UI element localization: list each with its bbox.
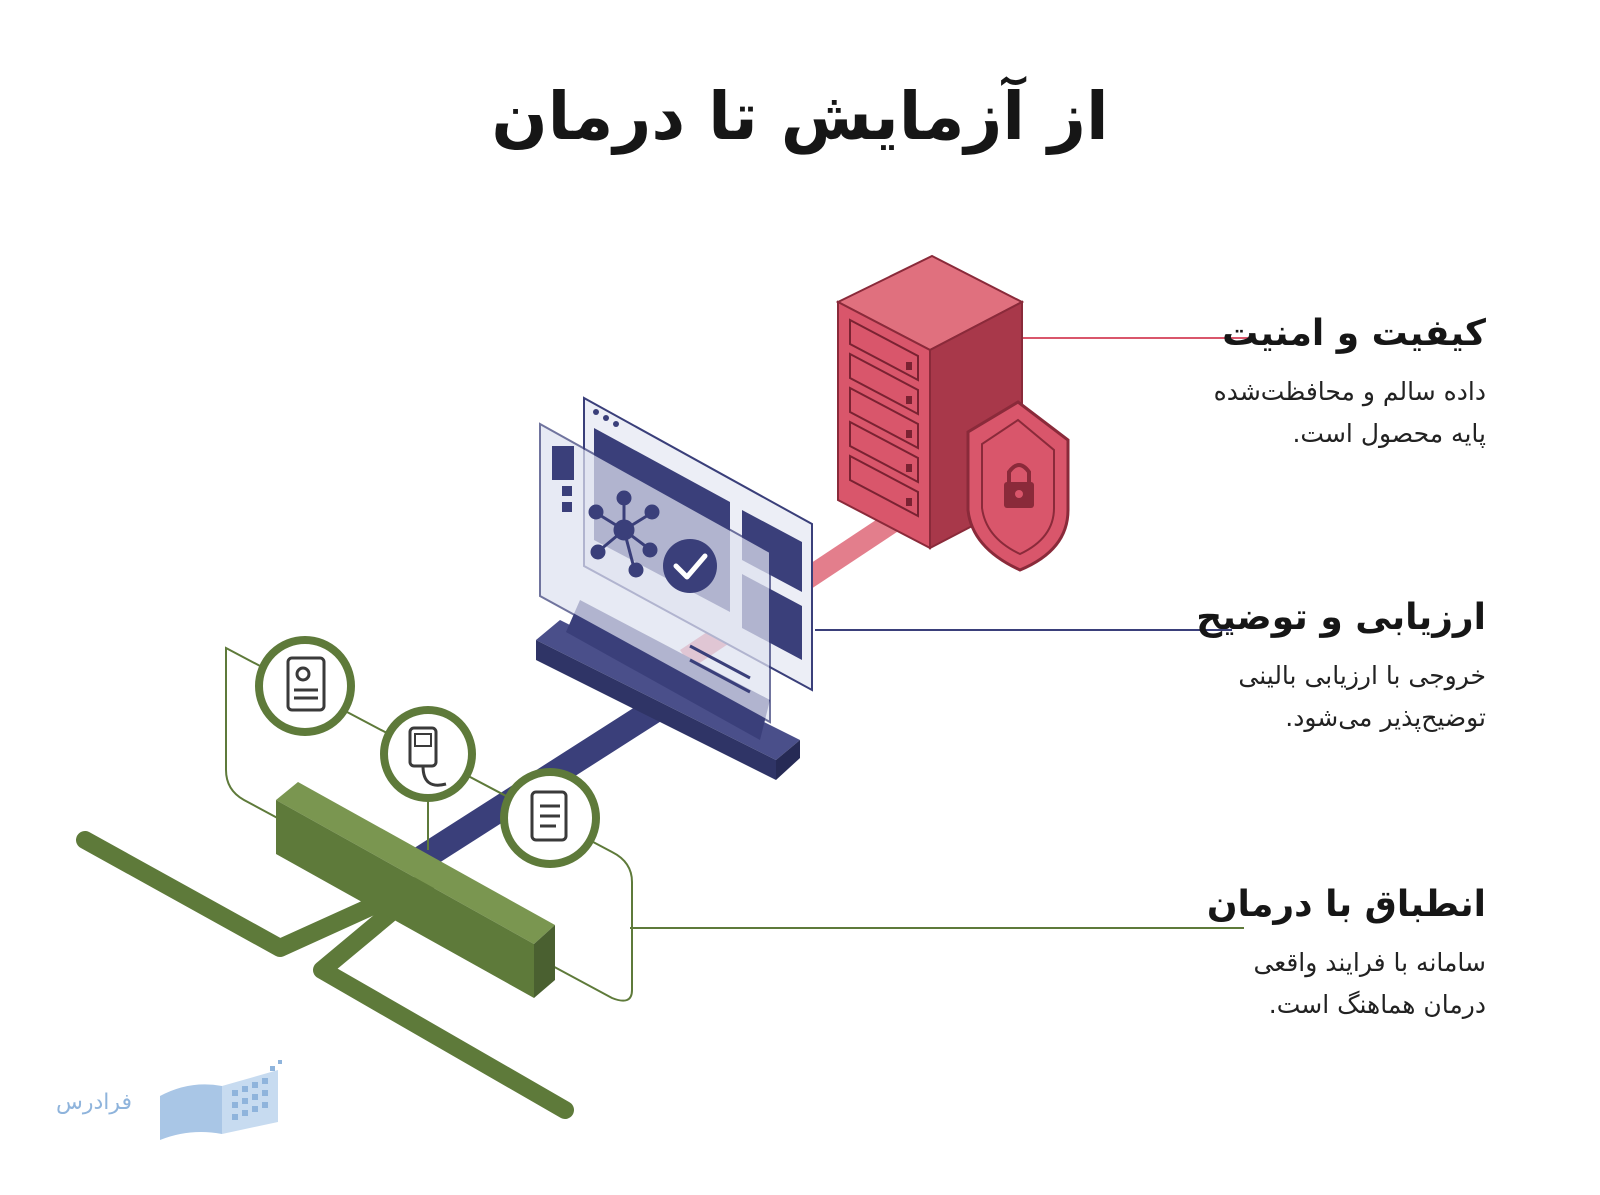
section-heading-evaluation: ارزیابی و توضیح	[1196, 597, 1486, 638]
green-bar	[276, 782, 555, 998]
section-desc-line: پایه محصول است.	[1292, 419, 1486, 449]
section-heading-treatment: انطباق با درمان	[1206, 884, 1486, 925]
section-desc-treatment: سامانه با فرایند واقعی درمان هماهنگ است.	[1066, 942, 1486, 1026]
checkmark-icon	[663, 539, 717, 593]
section-heading-quality: کیفیت و امنیت	[1222, 313, 1486, 354]
book-logo-icon	[160, 1060, 282, 1140]
section-desc-line: درمان هماهنگ است.	[1268, 990, 1486, 1020]
front-screen	[539, 422, 771, 724]
medical-device-icon	[380, 706, 476, 802]
section-desc-evaluation: خروجی با ارزیابی بالینی توضیح‌پذیر می‌شو…	[1066, 655, 1486, 739]
section-desc-quality: داده سالم و محافظت‌شده پایه محصول است.	[1066, 371, 1486, 455]
section-treatment: انطباق با درمان سامانه با فرایند واقعی د…	[1066, 883, 1486, 1026]
network-nodes-icon	[588, 490, 660, 578]
section-desc-line: توضیح‌پذیر می‌شود.	[1285, 703, 1486, 733]
page-title: از آزمایش تا درمان	[491, 78, 1109, 155]
patient-file-icon	[255, 636, 355, 736]
section-desc-line: خروجی با ارزیابی بالینی	[1238, 661, 1486, 691]
section-evaluation: ارزیابی و توضیح خروجی با ارزیابی بالینی …	[1066, 596, 1486, 739]
shield-lock-icon	[966, 400, 1070, 572]
clipboard-checklist-icon	[500, 768, 600, 868]
section-quality: کیفیت و امنیت داده سالم و محافظت‌شده پای…	[1066, 312, 1486, 455]
green-panel-outline	[225, 646, 633, 1002]
section-desc-line: داده سالم و محافظت‌شده	[1213, 377, 1486, 407]
section-desc-line: سامانه با فرایند واقعی	[1253, 948, 1486, 978]
brand-name: فرادرس	[56, 1090, 133, 1115]
